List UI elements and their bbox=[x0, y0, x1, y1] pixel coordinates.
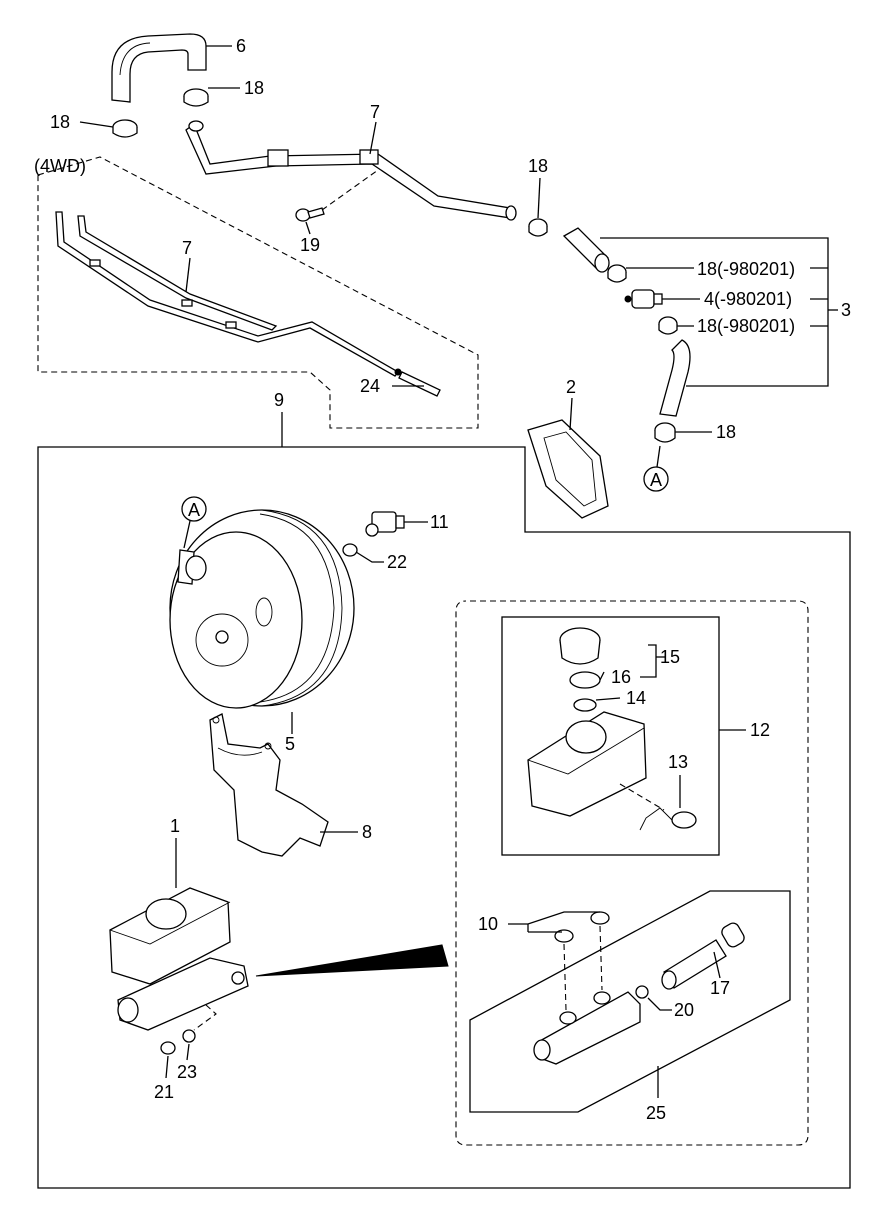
callout-21: 21 bbox=[154, 1082, 174, 1102]
callout-8: 8 bbox=[362, 822, 372, 842]
frame-4wd-dashed bbox=[37, 156, 479, 429]
callout-a-left: A bbox=[188, 500, 200, 520]
callout-15: 15 bbox=[660, 647, 680, 667]
frame-reservoir-group bbox=[501, 616, 720, 856]
gasket-2 bbox=[527, 419, 609, 519]
callout-4-980201: 4(-980201) bbox=[704, 289, 792, 309]
callout-10: 10 bbox=[478, 914, 498, 934]
vacuum-hose-lower bbox=[659, 339, 691, 417]
callout-18c: 18 bbox=[528, 156, 548, 176]
mounting-bracket-8 bbox=[209, 713, 329, 857]
vacuum-hose-6 bbox=[111, 33, 207, 103]
hose-clamp-18a bbox=[183, 88, 209, 107]
callout-24: 24 bbox=[360, 376, 380, 396]
callout-9: 9 bbox=[274, 390, 284, 410]
callout-a-right: A bbox=[650, 470, 662, 490]
brake-booster-5 bbox=[169, 509, 355, 709]
connection-point-a-right bbox=[643, 466, 669, 492]
callout-14: 14 bbox=[626, 688, 646, 708]
callout-20: 20 bbox=[674, 1000, 694, 1020]
master-cylinder-body-25 bbox=[533, 991, 641, 1065]
frame-booster-assembly bbox=[37, 446, 851, 1189]
callout-18a: 18 bbox=[244, 78, 264, 98]
callout-18-980201-a: 18(-980201) bbox=[697, 259, 795, 279]
callout-12: 12 bbox=[750, 720, 770, 740]
callout-6: 6 bbox=[236, 36, 246, 56]
hose-clamp-18-980201-a bbox=[607, 264, 627, 283]
reservoir-cap-15 bbox=[559, 627, 601, 665]
callout-18b: 18 bbox=[50, 112, 70, 132]
frame-vacuum-hose-group bbox=[600, 237, 829, 387]
nut-23 bbox=[182, 1029, 196, 1043]
callout-3: 3 bbox=[841, 300, 851, 320]
strainer-14 bbox=[573, 698, 597, 712]
callout-25: 25 bbox=[646, 1103, 666, 1123]
callout-7a: 7 bbox=[370, 102, 380, 122]
hose-clamp-18c bbox=[528, 218, 548, 237]
hose-clamp-18b bbox=[112, 119, 138, 138]
callout-18d: 18 bbox=[716, 422, 736, 442]
callout-2: 2 bbox=[566, 377, 576, 397]
hose-clamp-18-980201-b bbox=[658, 316, 678, 335]
connection-point-a-left bbox=[181, 496, 207, 522]
leader-wedge-to-kit bbox=[255, 944, 449, 977]
hose-clamp-18d bbox=[654, 422, 676, 443]
callout-7b: 7 bbox=[182, 238, 192, 258]
vacuum-hose-upper bbox=[562, 227, 610, 273]
frame-master-cylinder-kit bbox=[455, 600, 809, 1146]
callout-18-980201-b: 18(-980201) bbox=[697, 316, 795, 336]
callout-4wd: (4WD) bbox=[34, 156, 86, 176]
callout-5: 5 bbox=[285, 734, 295, 754]
callout-23: 23 bbox=[177, 1062, 197, 1082]
pipe-24 bbox=[394, 368, 441, 397]
callout-16: 16 bbox=[611, 667, 631, 687]
seal-16 bbox=[569, 671, 601, 689]
callout-17: 17 bbox=[710, 978, 730, 998]
callout-13: 13 bbox=[668, 752, 688, 772]
grommet-10b bbox=[590, 911, 610, 925]
callout-1: 1 bbox=[170, 816, 180, 836]
vacuum-pipe-7-upper bbox=[185, 120, 517, 221]
callout-11: 11 bbox=[430, 512, 449, 532]
level-sensor-13 bbox=[619, 783, 697, 831]
fitting-11 bbox=[365, 511, 405, 537]
master-cylinder-1 bbox=[109, 887, 249, 1031]
check-valve-4 bbox=[624, 289, 663, 309]
reservoir-tank bbox=[527, 711, 647, 817]
vacuum-pipe-7-4wd bbox=[55, 211, 399, 377]
nut-21 bbox=[160, 1041, 176, 1055]
callout-22: 22 bbox=[387, 552, 407, 572]
bolt-19 bbox=[295, 207, 325, 222]
nut-22 bbox=[342, 543, 358, 557]
grommet-10a bbox=[554, 929, 574, 943]
piston-assembly-17 bbox=[661, 922, 745, 990]
frame-repair-kit bbox=[469, 890, 791, 1113]
washer-20 bbox=[635, 985, 649, 999]
callout-19: 19 bbox=[300, 235, 320, 255]
